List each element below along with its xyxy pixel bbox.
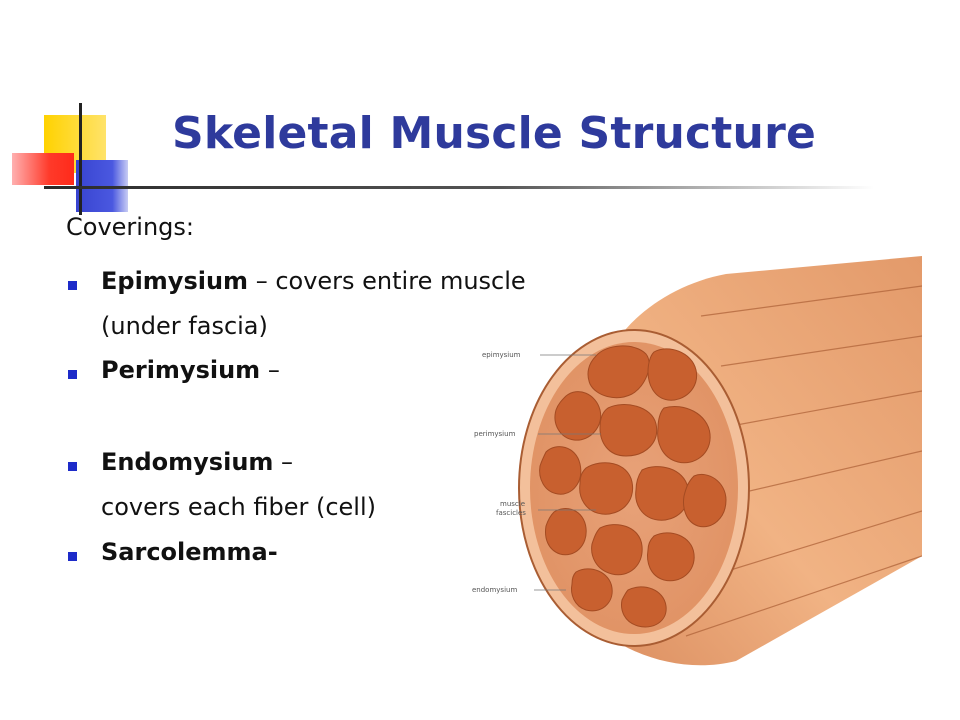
term-endomysium: Endomysium — [101, 448, 274, 476]
label-endomysium: endomysium — [472, 586, 517, 594]
list-item-sarcolemma: Sarcolemma- — [101, 538, 278, 566]
corner-logo-icon — [12, 103, 136, 215]
term-epimysium: Epimysium — [101, 267, 249, 295]
list-item-perimysium: Perimysium – — [101, 356, 280, 384]
list-item-epimysium: Epimysium – covers entire muscle — [101, 267, 526, 295]
label-fascicles: fascicles — [496, 509, 526, 517]
label-muscle: muscle — [500, 500, 525, 508]
list-item-endomysium: Endomysium – — [101, 448, 293, 476]
term-sarcolemma: Sarcolemma- — [101, 538, 278, 566]
desc-epimysium: – covers entire muscle — [248, 267, 526, 295]
bullet-icon — [68, 462, 77, 471]
title-divider — [44, 186, 874, 189]
list-item-continuation: covers each fiber (cell) — [101, 493, 376, 521]
desc-endomysium: – — [273, 448, 294, 476]
term-perimysium: Perimysium — [101, 356, 261, 384]
bullet-icon — [68, 370, 77, 379]
label-epimysium: epimysium — [482, 351, 521, 359]
bullet-icon — [68, 552, 77, 561]
muscle-diagram: epimysium perimysium muscle fascicles en… — [456, 256, 922, 680]
muscle-illustration: epimysium perimysium muscle fascicles en… — [472, 256, 922, 666]
bullet-icon — [68, 281, 77, 290]
desc-perimysium: – — [260, 356, 280, 384]
list-item-continuation: (under fascia) — [101, 312, 268, 340]
intro-text: Coverings: — [66, 213, 194, 241]
slide-title: Skeletal Muscle Structure — [172, 108, 817, 159]
label-perimysium: perimysium — [474, 430, 516, 438]
